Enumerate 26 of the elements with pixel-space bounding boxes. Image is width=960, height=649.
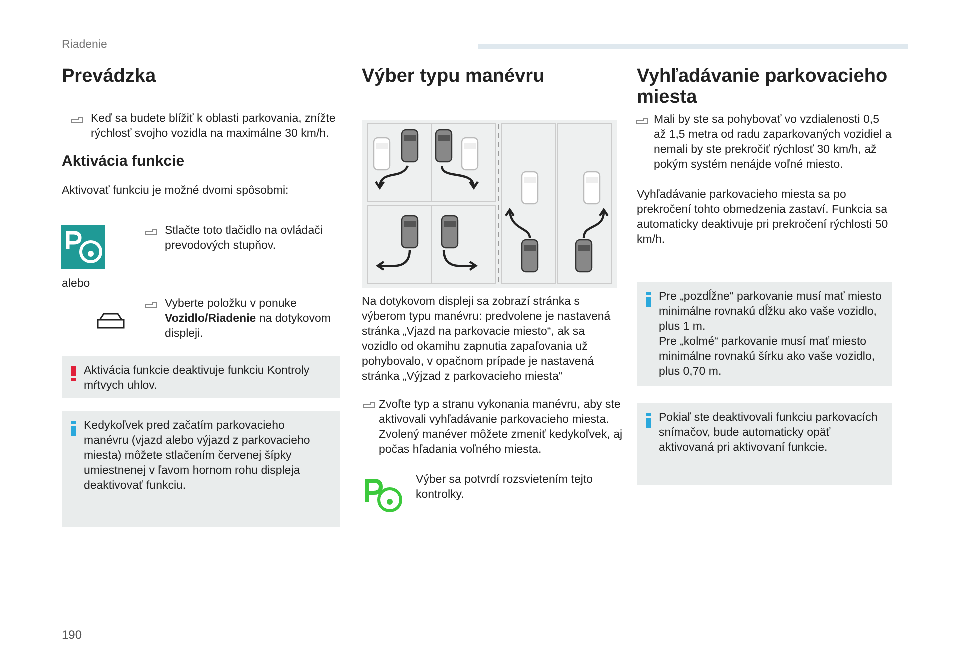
instruction-text: Mali by ste sa pohybovať vo vzdialenosti 0,5 až 1,5 metra od radu zaparkovaných vozidiel a nemali by ste prekročiť rýchlosť 30 km/h, až pokým systém nenájde voľné miesto.: [654, 113, 893, 173]
info-note: [637, 403, 892, 485]
body-text: alebo: [62, 277, 92, 292]
note-text: Pre „pozdĺžne“ parkovanie musí mať miesto minimálne rovnakú dĺžku ako vaše vozidlo, plus 1 m.: [659, 290, 883, 335]
body-text: Výber sa potvrdí rozsvietením tejto kontrolky.: [416, 473, 594, 503]
body-text: Na dotykovom displeji sa zobrazí stránka s výberom typu manévru: predvolene je nastavená stránka „Vjazd na parkovacie miesto“, ak sa vozidlo od okamihu zapnutia zapaľovania už pohybovalo, v opačnom prípade je nastavená stránka „Výjzad z parkovacieho miesta“: [362, 295, 612, 385]
page-number: 190: [62, 628, 84, 643]
instruction-text: Vyberte položku v ponuke Vozidlo/Riadenie na dotykovom displeji.: [165, 297, 332, 342]
body-text: Vyhľadávanie parkovacieho miesta sa po prekročení tohto obmedzenia zastaví. Funkcia sa automaticky deaktivuje pri prekročení rýchlosti 50 km/h.: [637, 188, 890, 248]
note-text: Pokiaľ ste deaktivovali funkciu parkovacích snímačov, bude automaticky opäť aktivovaná pri aktivovaní funkcie.: [659, 411, 879, 456]
section-heading: Výber typu manévru: [362, 66, 546, 87]
section-heading: Vyhľadávanie parkovacieho miesta: [637, 66, 889, 108]
instruction-text: Keď sa budete blížiť k oblasti parkovania, znížte rýchlosť svojho vozidla na maximálne 30 km/h.: [91, 112, 337, 142]
note-text: Aktivácia funkcie deaktivuje funkciu Kontroly mŕtvych uhlov.: [84, 364, 311, 394]
subsection-heading: Aktivácia funkcie: [62, 154, 186, 169]
section-heading: Prevádzka: [62, 66, 158, 87]
instruction-text: Zvolený manéver môžete zmeniť kedykoľvek, aj počas hľadania voľného miesta.: [379, 428, 624, 458]
info-note: [637, 282, 892, 386]
instruction-text: Zvoľte typ a stranu vykonania manévru, aby ste aktivovali vyhľadávanie parkovacieho miesta.: [379, 398, 622, 428]
body-text: Aktivovať funkciu je možné dvomi spôsobmi:: [62, 184, 290, 199]
info-note: [62, 411, 340, 527]
instruction-text: Stlačte toto tlačidlo na ovládači prevodových stupňov.: [165, 224, 324, 254]
note-text: Kedykoľvek pred začatím parkovacieho manévru (vjazd alebo výjazd z parkovacieho miesta) môžete stlačením červenej šípky umiestnenej v ľavom hornom rohu displeja deaktivovať funkciu.: [84, 419, 312, 494]
warning-note: [62, 356, 340, 398]
note-text: Pre „kolmé“ parkovanie musí mať miesto minimálne rovnakú šírku ako vaše vozidlo, plus 0,70 m.: [659, 335, 876, 380]
header-text: Riadenie: [62, 38, 108, 53]
